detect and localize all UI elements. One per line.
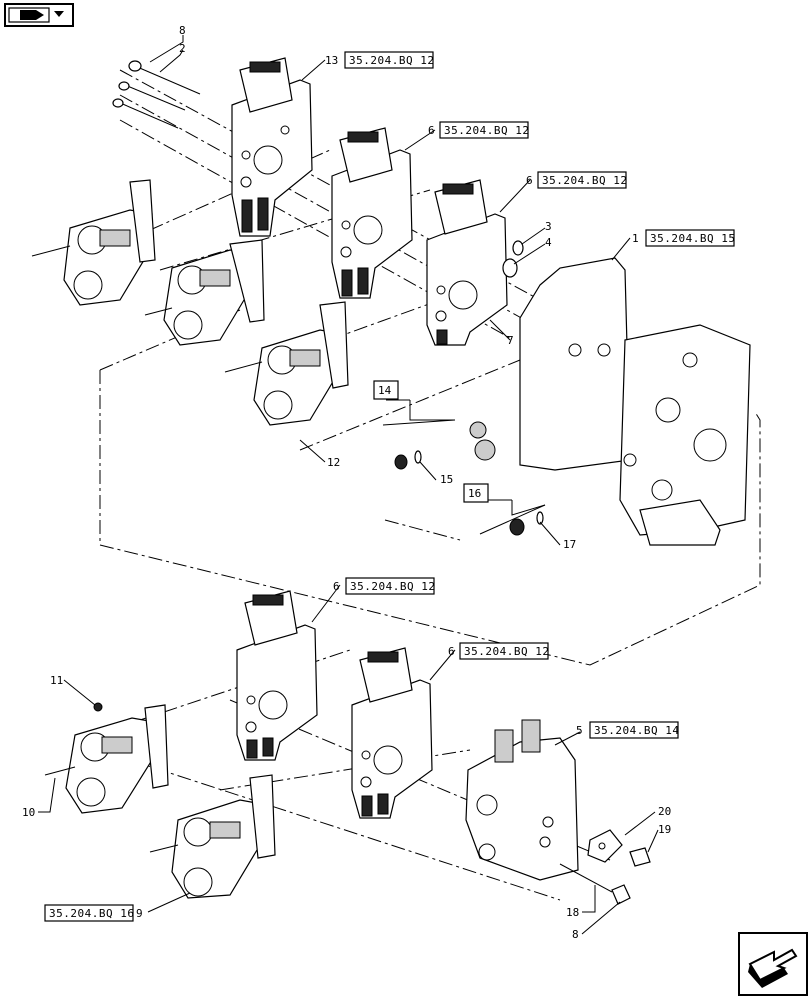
actuator-upper-c — [224, 301, 349, 426]
callout-8: 8 — [572, 928, 579, 941]
control-valve-section-6b — [426, 179, 508, 346]
callout-5: 5 — [576, 724, 583, 737]
o-ring-4 — [502, 258, 518, 278]
ref-label: 35.204.BQ 12 — [350, 580, 435, 593]
callout-12: 12 — [327, 456, 340, 469]
ref-box-13[interactable]: 35.204.BQ 12 — [344, 51, 434, 69]
actuator-lower-a — [44, 702, 169, 814]
previous-page-button[interactable] — [4, 3, 74, 27]
next-page-button[interactable] — [738, 932, 808, 996]
callout-13: 13 — [325, 54, 338, 67]
fitting-11 — [93, 702, 103, 712]
callout-11: 11 — [50, 674, 63, 687]
hand-pointing-icon — [8, 7, 64, 23]
ref-label: 35.204.BQ 12 — [349, 54, 434, 67]
o-ring-3 — [512, 240, 524, 256]
callout-2: 2 — [179, 42, 186, 55]
plug-16 — [509, 518, 525, 536]
ref-box-6a[interactable]: 35.204.BQ 12 — [439, 121, 529, 139]
callout-8: 8 — [179, 24, 186, 37]
nut-8 — [611, 884, 631, 905]
callout-6: 6 — [448, 645, 455, 658]
callout-10: 10 — [22, 806, 35, 819]
ref-label: 35.204.BQ 12 — [464, 645, 549, 658]
item-box-16 — [463, 483, 489, 503]
callout-3: 3 — [545, 220, 552, 233]
ref-label: 35.204.BQ 12 — [542, 174, 627, 187]
ref-box-5[interactable]: 35.204.BQ 14 — [589, 721, 679, 739]
ref-label: 35.204.BQ 12 — [444, 124, 529, 137]
inlet-cover-1 — [519, 257, 751, 546]
arrow-box-next-icon — [748, 948, 798, 988]
tie-rod-set — [112, 60, 201, 129]
control-valve-section-6d — [351, 647, 433, 819]
actuator-lower-b — [149, 774, 276, 899]
leader-lines — [38, 35, 659, 935]
callout-1: 1 — [632, 232, 639, 245]
tie-rod-18 — [559, 863, 613, 893]
seal-ring-15 — [414, 450, 422, 464]
plug-15 — [394, 454, 408, 470]
callout-20: 20 — [658, 805, 671, 818]
end-section-5 — [465, 719, 579, 881]
control-valve-section-13 — [231, 57, 313, 237]
ref-box-1[interactable]: 35.204.BQ 15 — [645, 229, 735, 247]
control-valve-section-6a — [331, 127, 413, 299]
ref-label: 35.204.BQ 16 — [49, 907, 134, 920]
ref-box-6d[interactable]: 35.204.BQ 12 — [459, 642, 549, 660]
ref-box-6c[interactable]: 35.204.BQ 12 — [345, 577, 435, 595]
assembly-boundary-line — [384, 519, 461, 541]
actuator-upper-a — [31, 179, 156, 306]
callout-6: 6 — [428, 124, 435, 137]
callout-17: 17 — [563, 538, 576, 551]
callout-numbers: 8 2 13 6 6 3 4 1 7 14 15 16 17 12 6 6 5 … — [22, 24, 671, 941]
ref-label: 35.204.BQ 14 — [594, 724, 679, 737]
callout-4: 4 — [545, 236, 552, 249]
gear-fitting — [474, 439, 496, 461]
item-box-14 — [373, 380, 399, 400]
gear-fitting — [469, 421, 487, 439]
actuator-upper-b — [144, 239, 265, 346]
callout-16: 16 — [468, 487, 481, 500]
callout-7: 7 — [507, 334, 514, 347]
ref-box-9[interactable]: 35.204.BQ 16 — [44, 904, 134, 922]
bolt-19 — [629, 847, 651, 867]
ref-box-6b[interactable]: 35.204.BQ 12 — [537, 171, 627, 189]
control-valve-section-6c — [236, 590, 318, 761]
ref-label: 35.204.BQ 15 — [650, 232, 735, 245]
assembly-boundary-line — [99, 370, 761, 666]
callout-14: 14 — [378, 384, 392, 397]
callout-19: 19 — [658, 823, 671, 836]
callout-15: 15 — [440, 473, 453, 486]
callout-6: 6 — [333, 580, 340, 593]
callout-9: 9 — [136, 907, 143, 920]
callout-6: 6 — [526, 174, 533, 187]
callout-18: 18 — [566, 906, 579, 919]
bracket-hole — [598, 842, 606, 850]
seal-ring-17 — [536, 511, 544, 525]
